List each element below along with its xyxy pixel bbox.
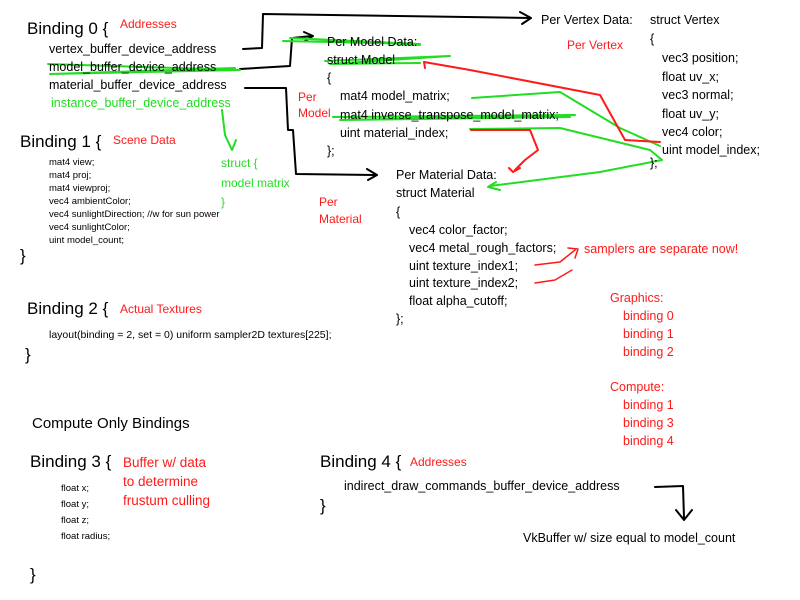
binding1-item: vec4 sunlightColor; [49,222,130,233]
red-link-vertex-model [423,61,661,143]
binding0-item: vertex_buffer_device_address [49,42,217,56]
binding1-item: uint model_count; [49,235,124,246]
model-note: Per [298,90,317,104]
arrow-to-vertex [242,11,532,50]
binding1-note: Scene Data [113,133,176,147]
material-item: vec4 metal_rough_factors; [409,241,557,255]
vkbuffer-note: VkBuffer w/ size equal to model_count [523,531,736,545]
material-item: vec4 color_factor; [409,223,508,237]
model-item: mat4 inverse_transpose_model_matrix; [340,108,559,122]
vertex-struct: struct Vertex [650,13,720,27]
binding4-close: } [320,496,326,515]
model-note: Model [298,106,331,120]
material-label: Per Material Data: [396,168,497,182]
binding1-item: mat4 viewproj; [49,183,111,194]
compute-item: binding 4 [623,434,674,448]
material-close: }; [396,312,404,326]
graphics-title: Graphics: [610,291,664,305]
model-item: mat4 model_matrix; [340,89,450,103]
sampler-note: samplers are separate now! [584,242,739,256]
binding1-close: } [20,246,26,265]
graphics-item: binding 0 [623,309,674,323]
model-open: { [327,71,332,85]
vertex-item: vec3 normal; [662,88,734,102]
binding1-item: vec4 ambientColor; [49,196,131,207]
vertex-label: Per Vertex Data: [541,13,633,27]
binding0-note: Addresses [120,17,177,31]
binding1-item: mat4 proj; [49,170,92,181]
binding2-line: layout(binding = 2, set = 0) uniform sam… [49,329,332,341]
compute-title: Compute: [610,380,665,394]
green-link-model-matrix [471,91,661,147]
binding3-item: float y; [61,499,89,510]
model-struct: struct Model [327,53,396,67]
material-item: uint texture_index2; [409,276,519,290]
binding1-item: mat4 view; [49,157,95,168]
vertex-item: vec4 color; [662,125,723,139]
binding0-item: material_buffer_device_address [49,78,227,92]
binding4-note: Addresses [410,455,467,469]
binding4-title: Binding 4 { [320,452,402,471]
binding0-item: model_buffer_device_address [49,60,217,74]
binding2-close: } [25,345,31,364]
arrow-instance-to-struct [221,109,237,151]
red-arrow-samplers [534,247,579,284]
green-link-material [469,127,663,191]
binding0-item: instance_buffer_device_address [51,96,231,110]
green-note: struct { [221,156,258,170]
binding3-note: to determine [123,474,199,489]
red-link-material-index [470,129,539,173]
material-struct: struct Material [396,186,475,200]
binding3-item: float radius; [61,531,111,542]
vertex-item: float uv_x; [662,70,719,84]
binding0-title: Binding 0 { [27,19,109,38]
vertex-close: }; [650,156,658,170]
vertex-open: { [650,32,655,46]
binding1-item: vec4 sunlightDirection; //w for sun powe… [49,209,220,220]
binding4-line: indirect_draw_commands_buffer_device_add… [344,479,620,493]
model-close: }; [327,144,335,158]
model-item: uint material_index; [340,126,449,140]
model-label: Per Model Data: [327,35,418,49]
binding2-note: Actual Textures [120,302,202,316]
arrow-to-model [239,31,314,70]
binding3-note: frustum culling [123,493,211,508]
graphics-item: binding 2 [623,345,674,359]
compute-item: binding 1 [623,398,674,412]
compute-item: binding 3 [623,416,674,430]
binding2-title: Binding 2 { [27,299,109,318]
binding1-title: Binding 1 { [20,132,102,151]
vertex-item: vec3 position; [662,51,739,65]
material-item: uint texture_index1; [409,259,519,273]
arrow-to-vkbuffer [654,485,693,521]
material-note: Material [319,212,362,226]
green-note: model matrix [221,176,290,190]
binding3-item: float z; [61,515,89,526]
binding3-title: Binding 3 { [30,452,112,471]
arrow-to-material [244,87,378,181]
green-note: } [221,195,226,209]
material-note: Per [319,195,338,209]
material-open: { [396,205,401,219]
vertex-note: Per Vertex [567,38,624,52]
graphics-item: binding 1 [623,327,674,341]
compute-header: Compute Only Bindings [32,415,190,432]
binding3-note: Buffer w/ data [123,455,207,470]
strike-inverse-transpose [332,114,576,121]
vertex-item: uint model_index; [662,143,760,157]
strike-model-buffer [47,63,241,75]
strike-model-label [282,37,451,65]
vertex-item: float uv_y; [662,107,719,121]
binding3-close: } [30,565,36,584]
binding3-item: float x; [61,483,89,494]
material-item: float alpha_cutoff; [409,294,508,308]
